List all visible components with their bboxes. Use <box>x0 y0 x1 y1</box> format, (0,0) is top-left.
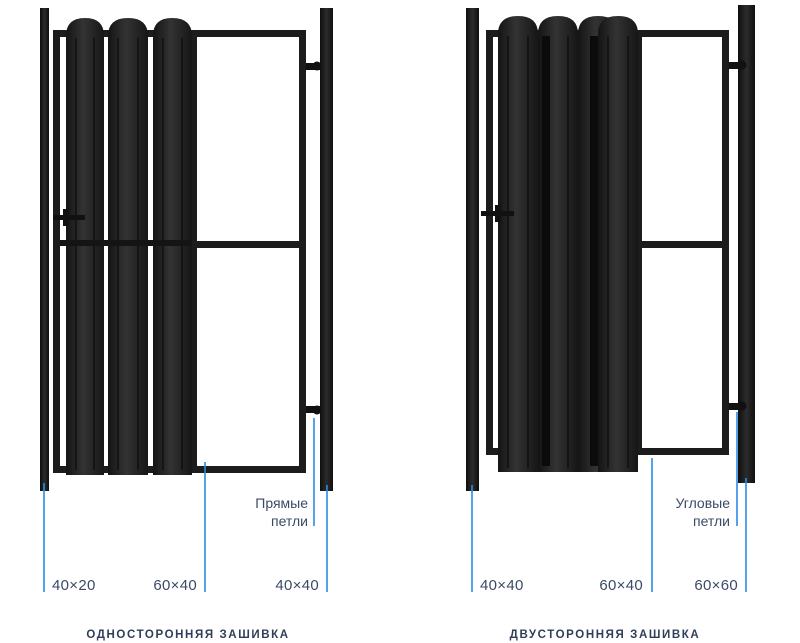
caption-single-sided: ОДНОСТОРОННЯЯ ЗАШИВКА <box>86 629 289 641</box>
hinge-note-line-2: петли <box>271 513 308 529</box>
dimension-label: 40×40 <box>480 577 524 594</box>
gate-single-sided <box>40 8 333 491</box>
dimension-label: 40×20 <box>52 577 96 594</box>
right-post <box>738 5 755 483</box>
pickets <box>60 18 192 475</box>
dimension-label: 60×40 <box>599 577 643 594</box>
dimension-label: 60×40 <box>153 577 197 594</box>
left-post <box>466 8 479 491</box>
dimension-label: 60×60 <box>694 577 738 594</box>
picket <box>153 18 192 475</box>
hinge-note-line-1: Угловые <box>676 495 731 511</box>
straight-hinges-icon <box>306 61 322 415</box>
right-post <box>320 8 333 491</box>
picket <box>498 16 538 472</box>
caption-double-sided: ДВУСТОРОННЯЯ ЗАШИВКА <box>510 629 701 641</box>
leader-lines <box>43 412 747 592</box>
left-post <box>40 8 49 491</box>
picket <box>108 18 148 475</box>
pickets <box>498 16 638 472</box>
latch-handle-icon <box>53 209 85 226</box>
gate-double-sided <box>466 5 755 491</box>
hinge-note-line-2: петли <box>693 513 730 529</box>
hinge-note-line-1: Прямые <box>255 495 308 511</box>
latch-handle-icon <box>481 205 514 222</box>
picket <box>598 16 638 472</box>
picket <box>66 18 104 475</box>
dimension-label: 40×40 <box>275 577 319 594</box>
corner-hinges-icon <box>729 60 747 411</box>
